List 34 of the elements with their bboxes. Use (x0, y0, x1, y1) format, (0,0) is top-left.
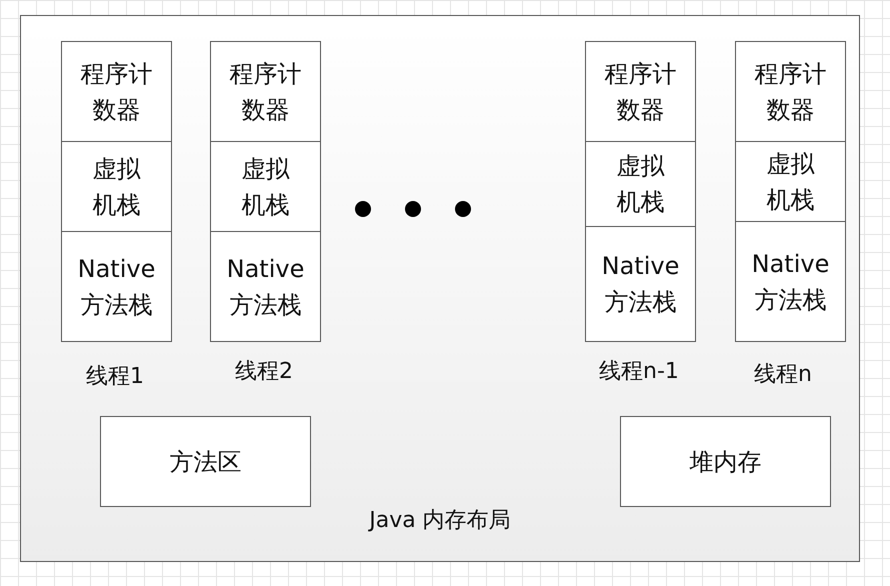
stack-box (210, 41, 321, 142)
stack-box (735, 141, 846, 222)
thread-label: 线程n-1 (599, 358, 679, 386)
stack-box (585, 226, 696, 342)
stack-box (735, 41, 846, 142)
stack-box (61, 41, 172, 142)
stack-box (61, 231, 172, 342)
box-label: 程序计数器 (604, 58, 678, 126)
box-label: Native 方法栈 (600, 251, 680, 318)
box-label: Native 方法栈 (76, 254, 156, 320)
box-label: 虚拟机栈 (766, 148, 816, 216)
memory-area-box (100, 416, 311, 507)
stack-box (210, 141, 321, 232)
stack-box (210, 231, 321, 342)
box-label: Native 方法栈 (750, 248, 830, 316)
box-label: 程序计数器 (228, 58, 302, 126)
stack-box (735, 221, 846, 342)
memory-area-box (620, 416, 831, 507)
memory-layout-frame (20, 15, 860, 562)
thread-label: 线程2 (235, 358, 293, 386)
thread-label: 线程n (754, 361, 812, 389)
stack-box (585, 141, 696, 227)
box-label: 方法区 (170, 446, 242, 478)
box-label: 程序计数器 (754, 58, 828, 126)
box-label: 程序计数器 (80, 58, 154, 126)
box-label: 虚拟机栈 (240, 154, 290, 220)
caption-text: Java 内存布局 (369, 507, 511, 535)
box-label: Native 方法栈 (226, 254, 306, 320)
stack-box (585, 41, 696, 142)
box-label: 虚拟机栈 (616, 151, 666, 218)
box-label: 虚拟机栈 (92, 154, 142, 220)
box-label: 堆内存 (690, 446, 762, 478)
thread-label: 线程1 (86, 363, 144, 391)
stack-box (61, 141, 172, 232)
